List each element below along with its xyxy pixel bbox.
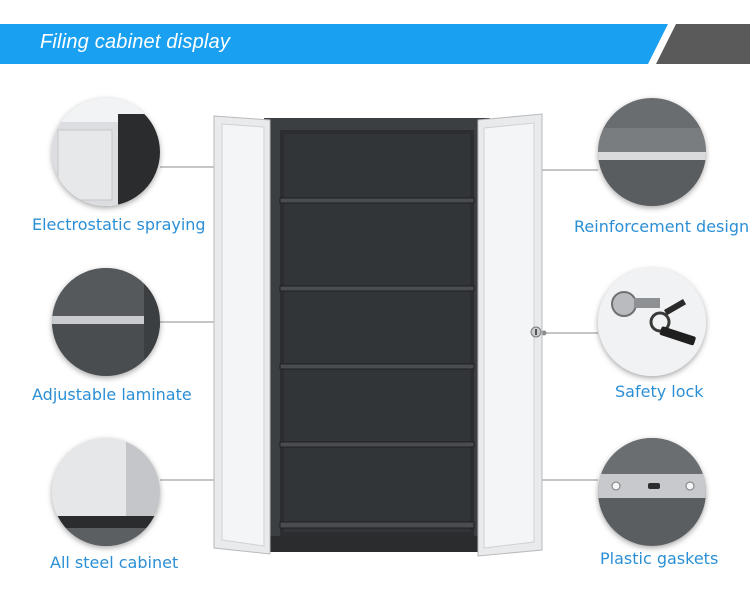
reinforcement-design-label: Reinforcement design: [574, 217, 750, 236]
banner-shape: [0, 24, 750, 64]
safety-lock-label: Safety lock: [615, 382, 704, 401]
safety-lock-photo: [598, 268, 706, 376]
electrostatic-spraying-label: Electrostatic spraying: [32, 215, 206, 234]
banner-title: Filing cabinet display: [40, 31, 231, 53]
adjustable-laminate-photo: [52, 268, 160, 376]
filing-cabinet-image: [200, 108, 550, 563]
plastic-gaskets-label: Plastic gaskets: [600, 549, 719, 568]
electrostatic-spraying-photo: [52, 98, 160, 206]
header-banner: Filing cabinet display: [0, 24, 750, 64]
reinforcement-design-photo: [598, 98, 706, 206]
adjustable-laminate-label: Adjustable laminate: [32, 385, 192, 404]
all-steel-cabinet-label: All steel cabinet: [50, 553, 179, 572]
plastic-gaskets-photo: [598, 438, 706, 546]
all-steel-cabinet-photo: [52, 438, 160, 546]
